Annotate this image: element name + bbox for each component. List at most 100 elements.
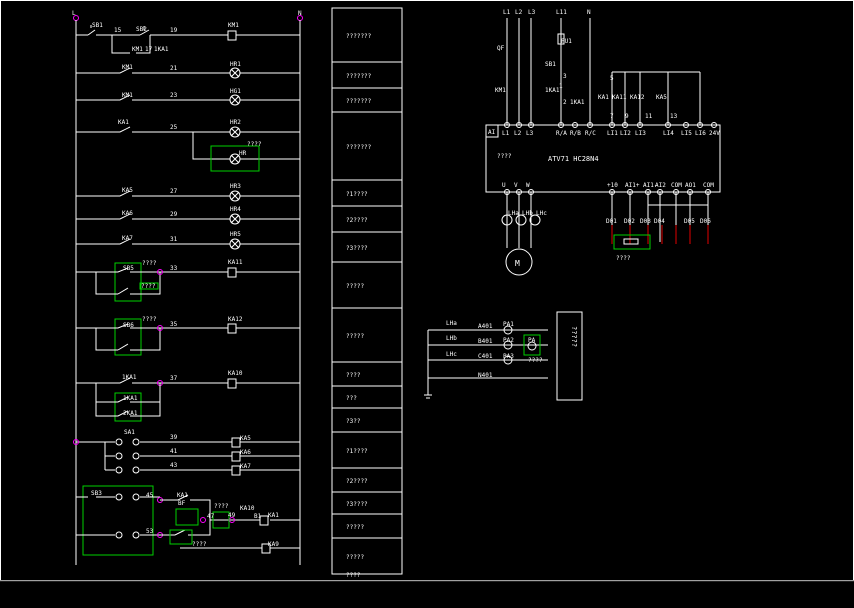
- svg-text:PA: PA: [528, 337, 536, 344]
- svg-text:SB5: SB5: [123, 265, 134, 272]
- lh-ct-c: [529, 214, 541, 226]
- sa1-contact-2: [132, 438, 140, 446]
- row-ka7-hr5: KA7 31 HR5: [76, 231, 300, 250]
- sb3-contact-1: [115, 493, 123, 501]
- desc-row-text: ????: [346, 572, 361, 579]
- pa3-meter-icon: [503, 355, 513, 365]
- svg-text:SB1: SB1: [545, 61, 556, 68]
- ka10-coil: [227, 378, 237, 389]
- bottom-note-box: [169, 529, 193, 545]
- svg-text:AI: AI: [488, 129, 496, 136]
- svg-text:D01: D01: [606, 218, 617, 225]
- vfd-top-terminal-label: R/A: [556, 130, 567, 137]
- sb1-contact: [87, 25, 96, 36]
- svg-text:KA12: KA12: [228, 316, 243, 323]
- svg-text:D05: D05: [684, 218, 695, 225]
- svg-text:KA6: KA6: [240, 449, 251, 456]
- sb3-box: [82, 485, 154, 556]
- svg-text:21: 21: [170, 65, 178, 72]
- vfd-section: L1 L2 L3 L11 N QF KM1 FU1 SB1 1KA1 1 3 2…: [485, 9, 721, 276]
- svg-text:????: ????: [528, 357, 543, 364]
- row-ka6-hr4: KA6 29 HR4: [76, 206, 300, 225]
- ka1-box: [114, 392, 142, 422]
- ka7-coil: [231, 465, 241, 476]
- vfd-top-terminal-label: LI5: [681, 130, 692, 137]
- svg-text:D04: D04: [654, 218, 665, 225]
- vfd-top-terminal: [572, 122, 578, 128]
- row-km1-hg1: KM1 23 HG1: [76, 88, 300, 106]
- sb2-contact: [139, 26, 150, 36]
- sa1-contact-6: [132, 466, 140, 474]
- svg-text:KM1: KM1: [495, 87, 506, 94]
- node-35: [157, 325, 163, 331]
- km1-coil-label: KM1: [228, 22, 239, 29]
- desc-row-text: ?3????: [346, 501, 368, 508]
- svg-text:31: 31: [170, 236, 178, 243]
- svg-text:KA1: KA1: [598, 94, 609, 101]
- vfd-top-terminal-label: LI6: [695, 130, 706, 137]
- sa1-node-a: [73, 439, 79, 445]
- svg-text:LHa: LHa: [446, 320, 457, 327]
- vfd-top-terminal-label: LI4: [663, 130, 674, 137]
- vfd-top-terminal: [504, 122, 510, 128]
- desc-row-text: ???????: [346, 33, 372, 40]
- svg-text:LHb: LHb: [446, 335, 457, 342]
- vfd-bottom-terminal-label: COM: [671, 182, 682, 189]
- svg-text:37: 37: [170, 375, 178, 382]
- svg-text:L1: L1: [503, 9, 511, 16]
- svg-text:KA10: KA10: [240, 505, 255, 512]
- svg-text:N: N: [587, 9, 591, 16]
- description-column: [331, 7, 403, 575]
- bus-node-l: [73, 15, 79, 21]
- bus-label-l: L: [72, 10, 76, 17]
- ka1-aux-label: 1KA1: [154, 46, 169, 53]
- vfd-top-terminal-label: LI1: [607, 130, 618, 137]
- svg-text:KA12: KA12: [630, 94, 645, 101]
- desc-row-text: ?3????: [346, 245, 368, 252]
- vfd-bottom-terminal-label: AI1-: [643, 182, 657, 189]
- svg-text:L2: L2: [515, 9, 523, 16]
- desc-row-text: ????: [346, 372, 361, 379]
- vfd-top-terminal: [528, 122, 534, 128]
- svg-text:11: 11: [645, 113, 653, 120]
- side-label-box: [556, 311, 583, 401]
- desc-row-text: ?1????: [346, 191, 368, 198]
- svg-text:KA5: KA5: [240, 435, 251, 442]
- svg-text:HR: HR: [239, 150, 247, 157]
- km1-coil: [227, 30, 237, 41]
- n19-label: 19: [170, 27, 178, 34]
- sb6-box: [114, 318, 142, 356]
- svg-text:PA1: PA1: [503, 321, 514, 328]
- meters-section: LHa LHb LHc A401 B401 C401 N401 PA1 PA2 …: [424, 311, 583, 401]
- svg-text:1KA1: 1KA1: [123, 395, 138, 402]
- hg1-lamp-icon: [229, 94, 241, 106]
- svg-text:HR4: HR4: [230, 206, 241, 213]
- vfd-top-terminal: [587, 122, 593, 128]
- pot-resistor: [623, 238, 639, 245]
- desc-row-text: ?1????: [346, 448, 368, 455]
- svg-text:PA2: PA2: [503, 337, 514, 344]
- svg-text:D06: D06: [700, 218, 711, 225]
- vfd-top-terminal-label: R/B: [570, 130, 581, 137]
- desc-row-text: ???????: [346, 144, 372, 151]
- svg-text:KM1: KM1: [122, 92, 133, 99]
- svg-text:29: 29: [170, 211, 178, 218]
- row-sb5-ka11: SB5 ???? ???? 33 KA11: [76, 259, 300, 302]
- desc-row-text: ?2????: [346, 217, 368, 224]
- svg-text:41: 41: [170, 448, 178, 455]
- svg-text:HR5: HR5: [230, 231, 241, 238]
- svg-text:KA11: KA11: [228, 259, 243, 266]
- svg-text:HG1: HG1: [230, 88, 241, 95]
- desc-row-text: ?????: [346, 524, 364, 531]
- km1-aux-branch: [111, 35, 151, 54]
- km1-aux-label: KM1: [132, 46, 143, 53]
- svg-text:QF: QF: [497, 45, 505, 52]
- svg-text:SB3: SB3: [91, 490, 102, 497]
- vfd-ai-cell: [485, 124, 499, 138]
- ka6-coil: [231, 451, 241, 462]
- sa1-contact-4: [132, 452, 140, 460]
- svg-text:5: 5: [610, 75, 614, 82]
- fu1-fuse: [557, 33, 565, 45]
- desc-row-text: ?????: [346, 554, 364, 561]
